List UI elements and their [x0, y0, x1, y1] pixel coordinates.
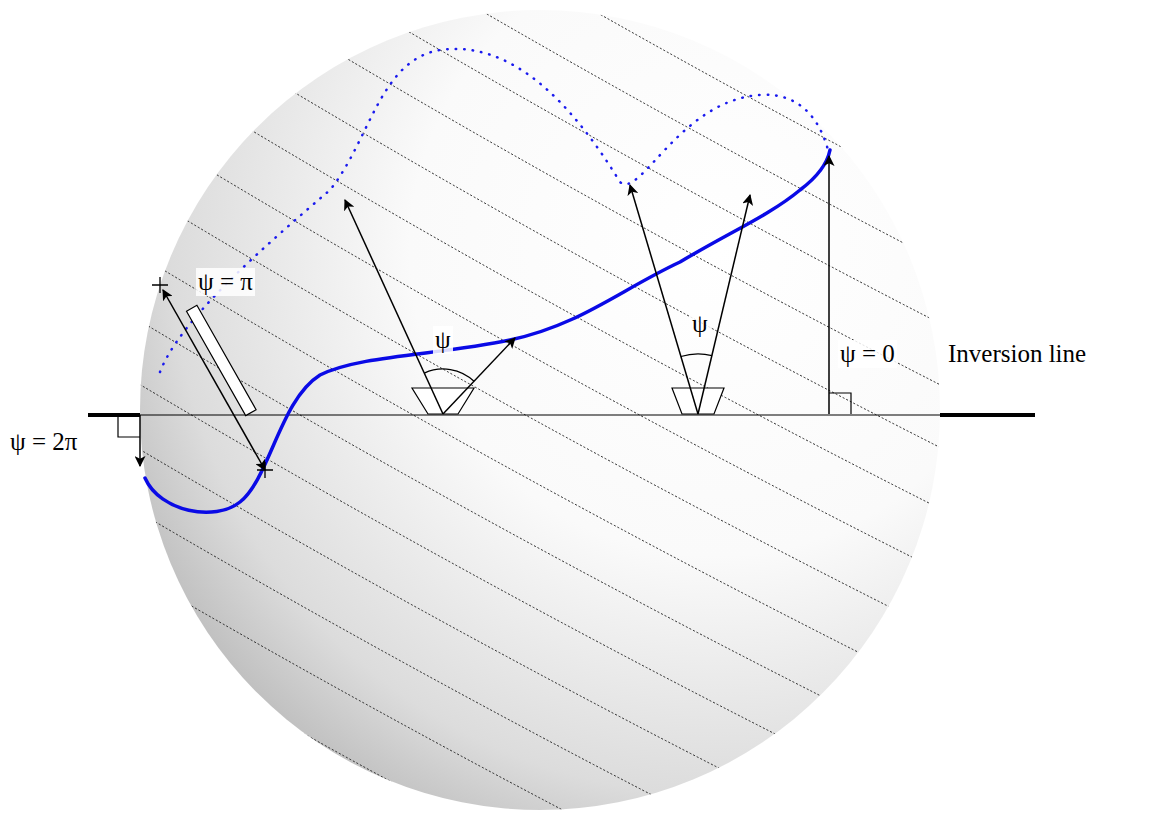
observer-bar	[187, 305, 257, 415]
field-line	[0, 411, 846, 818]
observer-symbol	[672, 388, 724, 414]
field-vector	[698, 195, 750, 414]
field-vector	[443, 338, 515, 414]
cross-mark	[257, 462, 273, 478]
field-line	[0, 363, 872, 818]
line-label: Inversion line	[946, 340, 1088, 368]
field-line	[313, 0, 1160, 264]
field-vector	[630, 185, 698, 414]
inversion-line	[140, 414, 940, 415]
field-line	[234, 0, 1110, 409]
angle-label: ψ = 0	[838, 340, 897, 368]
field-vector	[345, 200, 443, 414]
field-line	[0, 556, 767, 818]
field-line	[102, 169, 978, 651]
angle-label: ψ = π	[196, 268, 255, 296]
flux-rope-front	[145, 150, 830, 512]
field-line	[155, 72, 1031, 554]
field-vector	[828, 156, 830, 414]
cross-mark	[152, 277, 168, 293]
field-vector	[163, 290, 265, 470]
field-line	[76, 217, 952, 699]
flux-rope-back	[160, 49, 828, 372]
angle-arc	[681, 354, 712, 357]
field-line	[0, 508, 793, 818]
field-line	[181, 24, 1057, 506]
angle-symbol: ψ	[433, 326, 453, 354]
angle-arc	[424, 369, 474, 381]
field-vector	[139, 415, 141, 466]
field-line	[287, 0, 1160, 312]
field-line	[0, 459, 820, 818]
sphere	[140, 10, 940, 810]
angle-symbol: ψ	[690, 310, 710, 338]
inversion-line	[940, 413, 1035, 417]
field-line	[260, 0, 1136, 361]
right-angle-mark	[118, 415, 140, 437]
field-line	[23, 314, 899, 796]
field-line	[208, 0, 1084, 457]
right-angle-mark	[829, 393, 851, 414]
field-line	[128, 121, 1004, 603]
angle-label: ψ = 2π	[8, 428, 79, 456]
inversion-line	[88, 413, 140, 417]
